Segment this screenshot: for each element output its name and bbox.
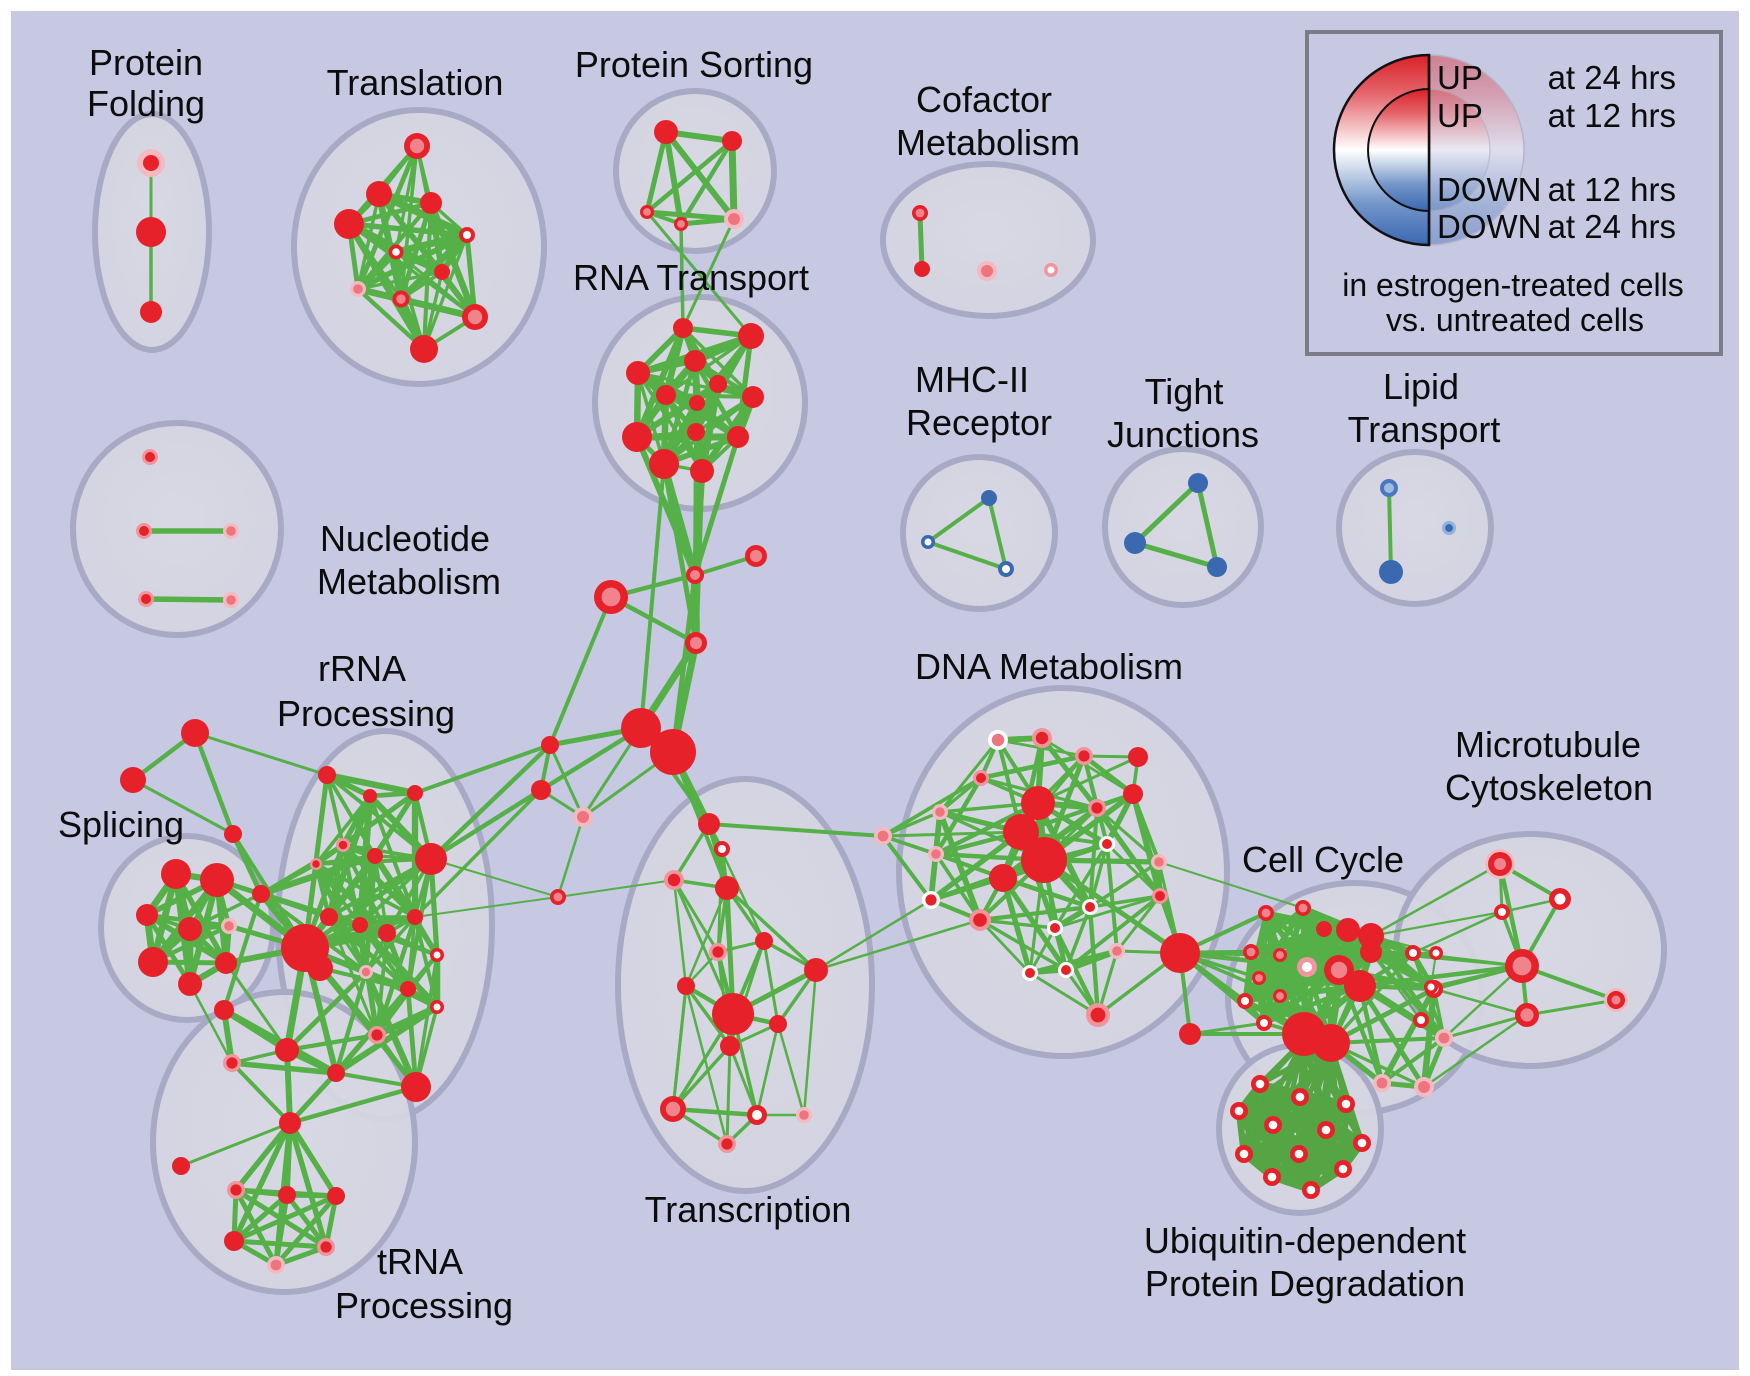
svg-text:MHC-II: MHC-II <box>915 359 1029 400</box>
svg-text:tRNA: tRNA <box>377 1241 463 1282</box>
svg-text:Folding: Folding <box>87 83 205 124</box>
svg-text:at 24 hrs: at 24 hrs <box>1548 59 1676 96</box>
svg-text:Cofactor: Cofactor <box>916 79 1052 120</box>
svg-text:Junctions: Junctions <box>1107 414 1259 455</box>
svg-text:UP: UP <box>1437 59 1483 96</box>
svg-text:DNA Metabolism: DNA Metabolism <box>915 646 1183 687</box>
svg-text:at 12 hrs: at 12 hrs <box>1548 171 1676 208</box>
svg-text:Processing: Processing <box>335 1285 513 1326</box>
svg-text:at 24 hrs: at 24 hrs <box>1548 208 1676 245</box>
svg-text:vs. untreated cells: vs. untreated cells <box>1386 302 1644 338</box>
svg-text:Cytoskeleton: Cytoskeleton <box>1445 767 1653 808</box>
svg-text:Protein Degradation: Protein Degradation <box>1145 1263 1465 1304</box>
svg-text:DOWN: DOWN <box>1437 208 1541 245</box>
svg-text:Tight: Tight <box>1145 371 1224 412</box>
svg-text:UP: UP <box>1437 97 1483 134</box>
svg-text:Transcription: Transcription <box>645 1189 852 1230</box>
svg-text:Cell Cycle: Cell Cycle <box>1242 839 1404 880</box>
svg-text:Receptor: Receptor <box>906 402 1052 443</box>
svg-text:rRNA: rRNA <box>318 648 406 689</box>
svg-text:RNA Transport: RNA Transport <box>573 257 809 298</box>
svg-text:Ubiquitin-dependent: Ubiquitin-dependent <box>1144 1220 1466 1261</box>
svg-text:in estrogen-treated cells: in estrogen-treated cells <box>1342 267 1684 303</box>
svg-text:at 12 hrs: at 12 hrs <box>1548 97 1676 134</box>
svg-text:Metabolism: Metabolism <box>896 122 1080 163</box>
svg-text:Nucleotide: Nucleotide <box>320 518 490 559</box>
svg-text:Translation: Translation <box>327 62 504 103</box>
svg-text:Transport: Transport <box>1348 409 1501 450</box>
svg-text:Protein Sorting: Protein Sorting <box>575 44 813 85</box>
svg-text:Protein: Protein <box>89 42 203 83</box>
svg-text:Metabolism: Metabolism <box>317 561 501 602</box>
svg-text:Lipid: Lipid <box>1383 366 1459 407</box>
svg-text:Processing: Processing <box>277 693 455 734</box>
svg-text:Splicing: Splicing <box>58 804 184 845</box>
svg-text:DOWN: DOWN <box>1437 171 1541 208</box>
svg-text:Microtubule: Microtubule <box>1455 724 1641 765</box>
